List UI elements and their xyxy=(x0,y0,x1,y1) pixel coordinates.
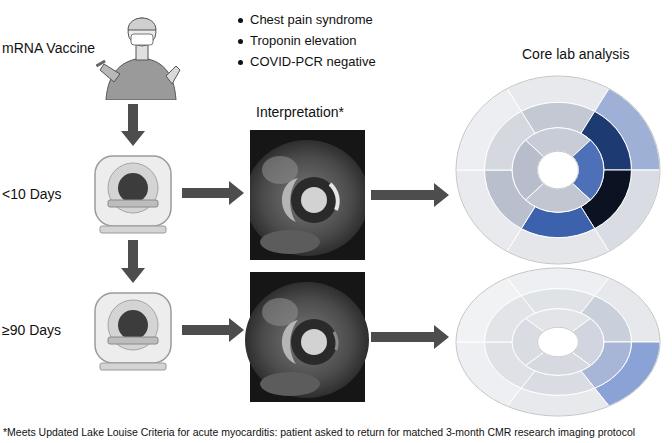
flow-arrow xyxy=(182,181,244,205)
bullet-dot xyxy=(238,60,243,65)
flow-arrow xyxy=(371,325,449,349)
figure-node: ≥90 Days xyxy=(90,287,176,373)
bullet-item: Troponin elevation xyxy=(250,33,356,49)
mr-image xyxy=(250,130,365,260)
flow-arrow xyxy=(182,318,244,342)
bullseye-apex xyxy=(538,151,579,189)
vaccinator-figure xyxy=(96,4,182,100)
flow-arrow xyxy=(121,240,145,283)
node-heading: <10 Days xyxy=(2,186,62,203)
bullet-dot xyxy=(238,18,243,23)
node-heading: Core lab analysis xyxy=(522,46,629,63)
bullseye-apex xyxy=(538,327,579,357)
flow-arrow xyxy=(371,183,449,207)
bullseye-outline xyxy=(456,76,660,264)
mri-scanner xyxy=(90,287,176,373)
footnote: *Meets Updated Lake Louise Criteria for … xyxy=(3,426,635,439)
node-heading: mRNA Vaccine xyxy=(2,40,95,57)
bullet-item: Chest pain syndrome xyxy=(250,12,373,28)
flow-arrow xyxy=(121,104,145,146)
figure-node: Core lab analysis xyxy=(455,75,661,265)
bullet-dot xyxy=(238,39,243,44)
bullet-item: COVID-PCR negative xyxy=(250,54,376,70)
figure-node: Interpretation* xyxy=(250,130,365,260)
figure-node: <10 Days xyxy=(90,150,176,236)
mr-image xyxy=(245,272,369,402)
bullseye-plot xyxy=(455,75,661,265)
figure-node: mRNA Vaccine xyxy=(96,4,182,100)
node-heading: Interpretation* xyxy=(256,104,344,121)
bullseye-outline xyxy=(456,268,660,416)
mri-scanner xyxy=(90,150,176,236)
bullseye-plot xyxy=(456,268,660,416)
node-heading: ≥90 Days xyxy=(2,322,61,339)
